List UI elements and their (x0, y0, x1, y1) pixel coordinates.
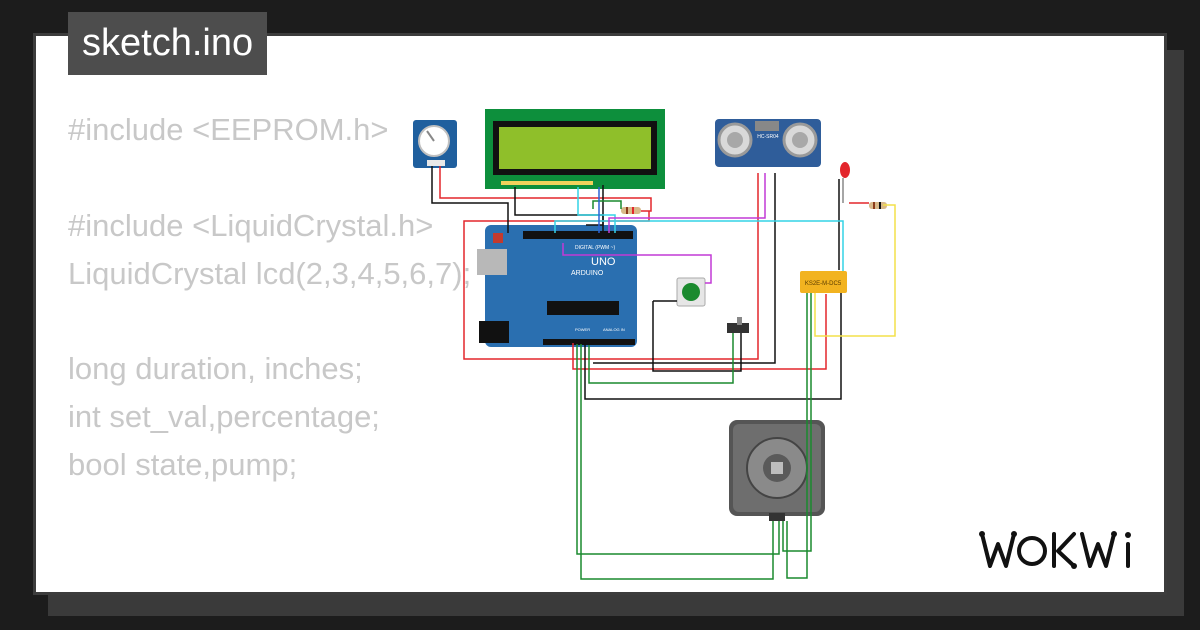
preview-card: #include <EEPROM.h> #include <LiquidCrys… (33, 33, 1167, 595)
sensor-label: HC-SR04 (757, 134, 779, 140)
circuit-diagram: HC-SR04 ARDUINO UNO DIGIT (413, 109, 896, 580)
code-line: bool state,pump; (68, 447, 298, 483)
board-brand: ARDUINO (571, 270, 604, 277)
lcd-display (485, 109, 665, 189)
code-line: #include <EEPROM.h> (68, 112, 389, 147)
potentiometer (413, 120, 457, 168)
lcd-resistor (621, 207, 641, 214)
code-line: void setup() { (68, 585, 471, 592)
board-model: UNO (591, 256, 616, 268)
code-preview: #include <EEPROM.h> #include <LiquidCrys… (68, 106, 472, 592)
code-line: #include <LiquidCrystal.h> (68, 207, 434, 243)
push-button (676, 277, 706, 307)
resistor (869, 202, 887, 209)
wires (431, 166, 896, 580)
relay-module: KS2E-M-DC5 (800, 271, 847, 293)
board-header-label: DIGITAL (PWM ~) (575, 245, 615, 251)
arduino-uno: ARDUINO UNO DIGITAL (PWM ~) POWER ANALOG… (477, 225, 637, 347)
slide-switch (727, 317, 749, 333)
red-led (840, 162, 850, 203)
board-power-label: POWER (575, 327, 590, 332)
sketch-file-tab[interactable]: sketch.ino (68, 12, 268, 75)
code-line: LiquidCrystal lcd(2,3,4,5,6,7); (68, 255, 472, 291)
board-analog-label: ANALOG IN (603, 327, 625, 332)
wokwi-logo (979, 531, 1131, 569)
code-line: long duration, inches; (68, 351, 363, 387)
code-line: int set_val,percentage; (68, 399, 380, 435)
relay-label: KS2E-M-DC5 (805, 281, 842, 287)
ultrasonic-sensor: HC-SR04 (715, 119, 821, 167)
stepper-motor (729, 420, 825, 521)
